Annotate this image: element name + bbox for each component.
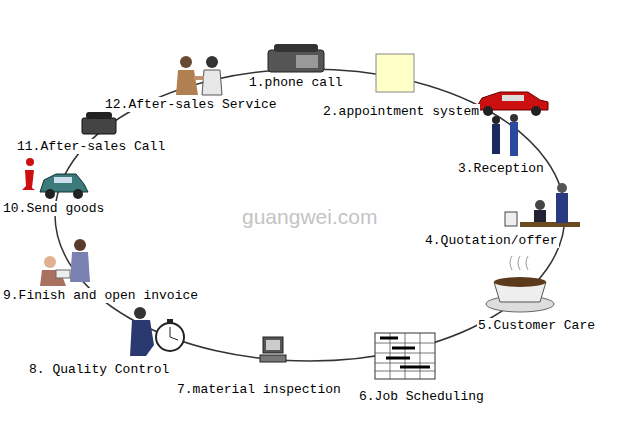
computer-icon bbox=[260, 337, 286, 362]
step-label: 6.Job Scheduling bbox=[358, 389, 485, 404]
coffee-icon bbox=[486, 256, 554, 312]
invoice-icon bbox=[40, 239, 90, 286]
step-label: 10.Send goods bbox=[2, 201, 105, 216]
send-goods-icon bbox=[22, 158, 88, 199]
step-label: 9.Finish and open invoice bbox=[2, 288, 199, 303]
appointment-icon bbox=[376, 54, 414, 92]
quotation-icon bbox=[505, 183, 580, 227]
step-label: 5.Customer Care bbox=[477, 318, 596, 333]
phone-icon bbox=[82, 112, 116, 134]
step-label: 4.Quotation/offer bbox=[424, 233, 559, 248]
reception-icon bbox=[476, 92, 548, 156]
watermark: guangwei.com bbox=[242, 205, 377, 229]
step-label: 2.appointment system bbox=[322, 104, 480, 119]
step-label: 11.After-sales Call bbox=[16, 139, 166, 154]
step-label: 12.After-sales Service bbox=[104, 97, 278, 112]
phone-icon bbox=[268, 44, 324, 72]
handshake-icon bbox=[176, 56, 222, 95]
step-label: 1.phone call bbox=[248, 75, 344, 90]
quality-icon bbox=[130, 307, 184, 356]
step-label: 8. Quality Control bbox=[28, 362, 170, 377]
schedule-icon bbox=[375, 333, 435, 379]
step-label: 7.material inspection bbox=[176, 382, 342, 397]
step-label: 3.Reception bbox=[457, 161, 545, 176]
